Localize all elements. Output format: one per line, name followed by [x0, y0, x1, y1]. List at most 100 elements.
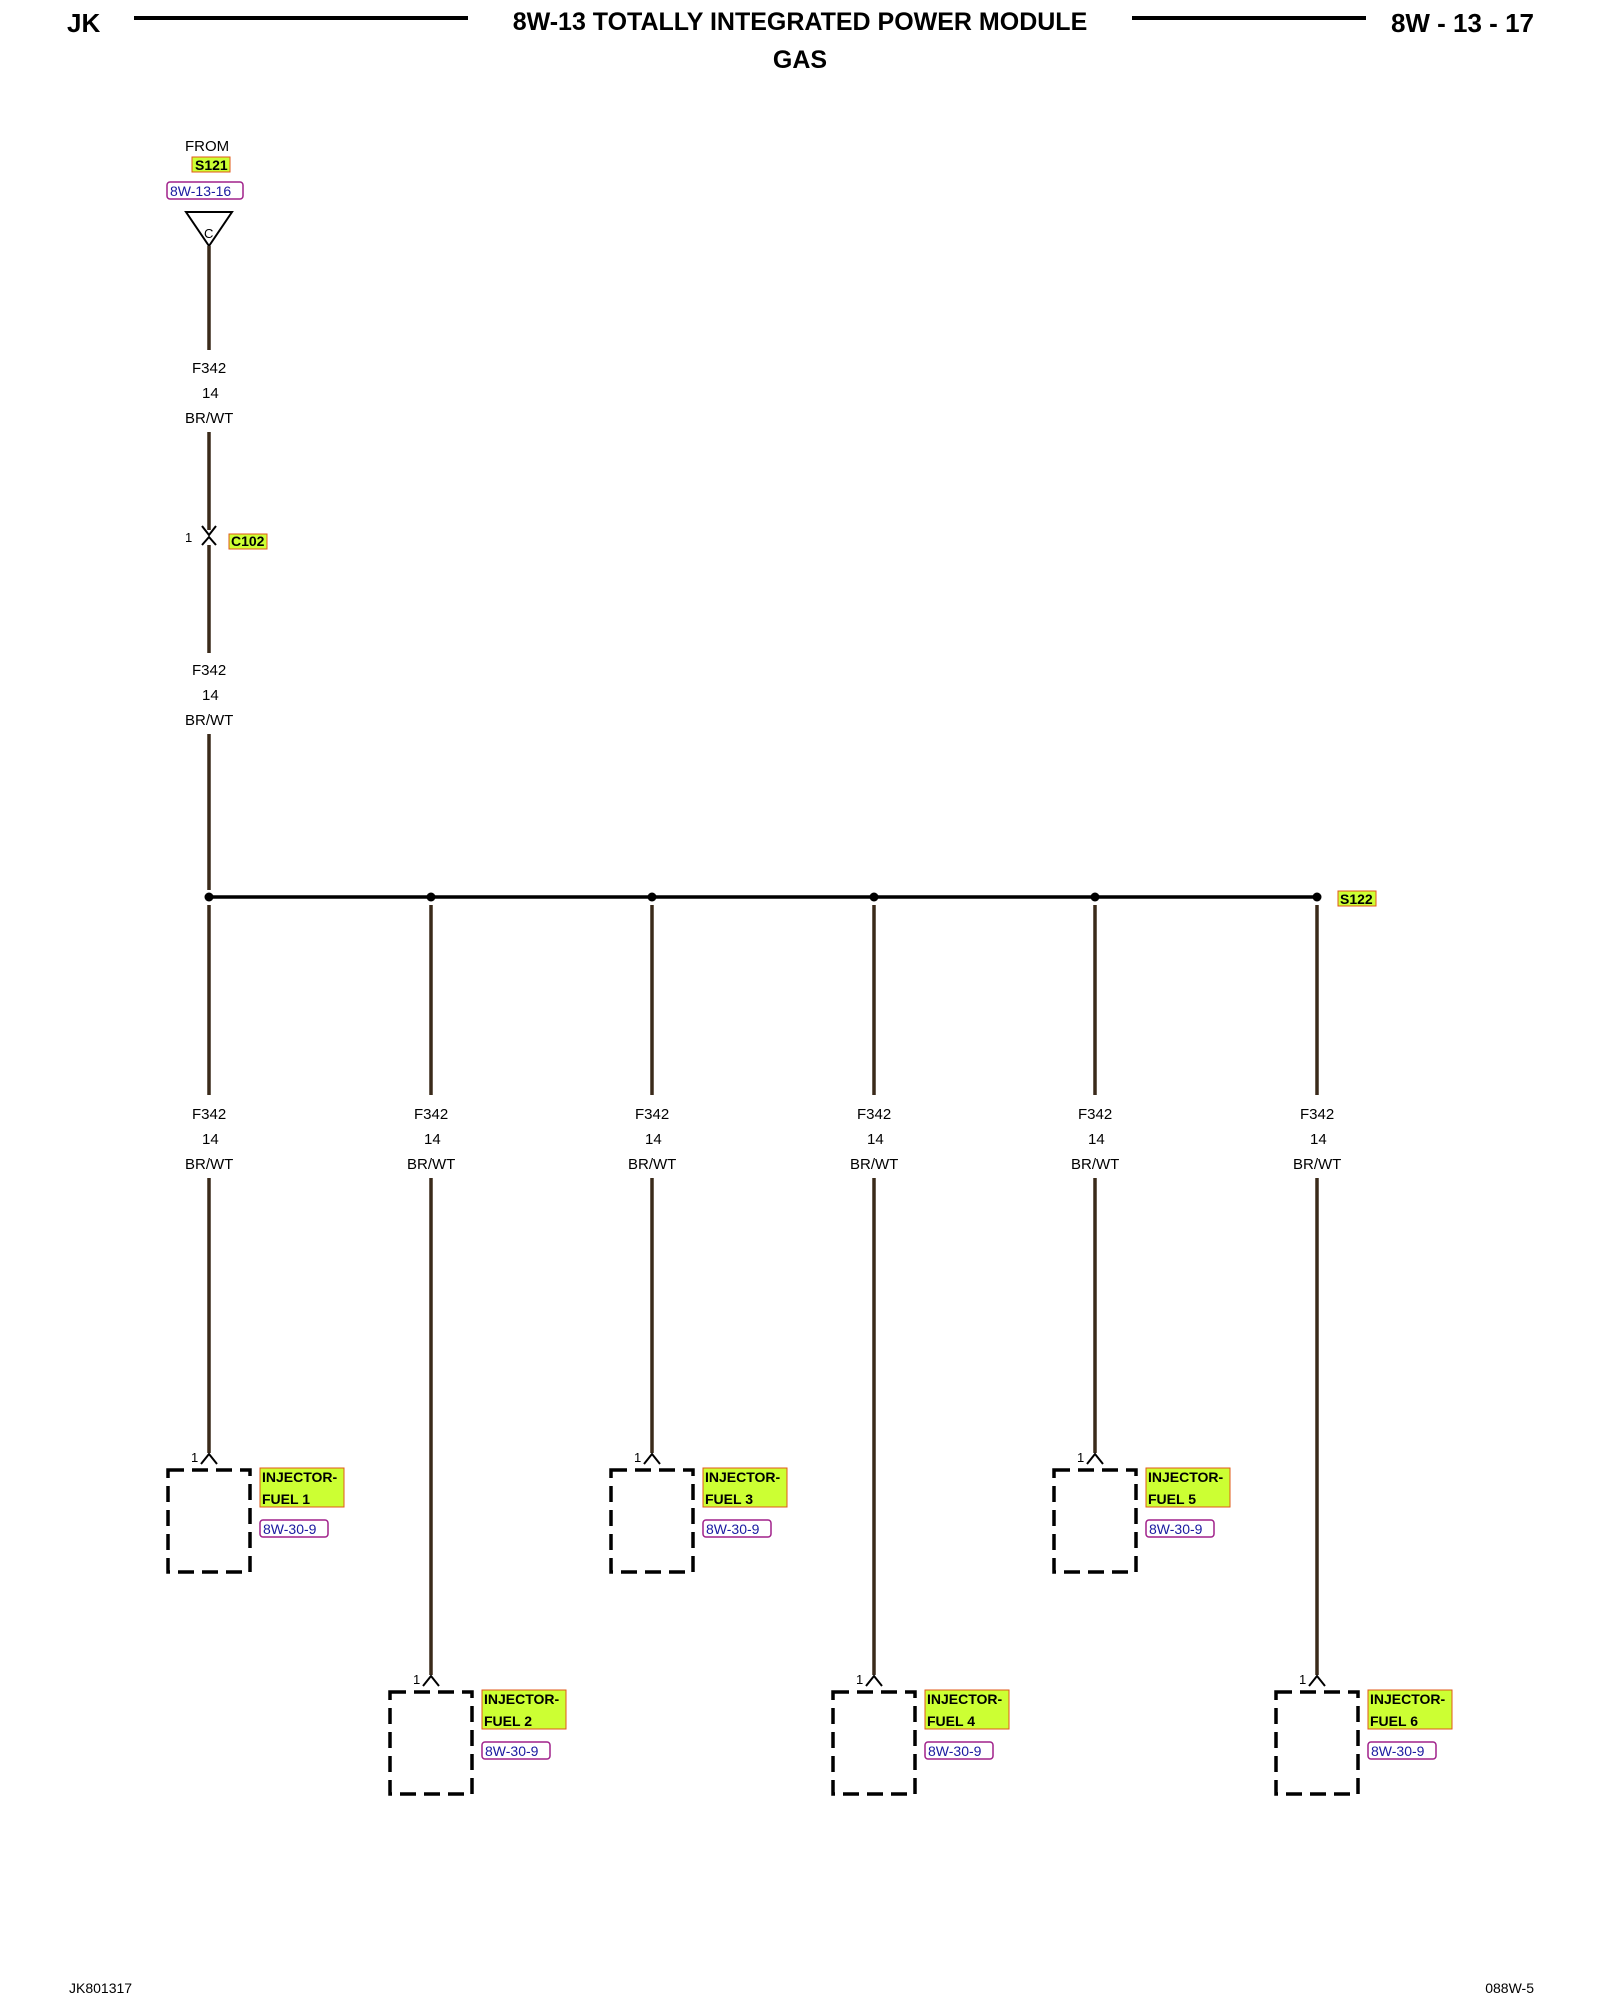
- splice-s121-highlight: [191, 156, 231, 173]
- branch-circuit-label-4: F342: [857, 1106, 891, 1123]
- injector-name-highlight-1: [259, 1467, 345, 1508]
- connector-c102-pin: 1: [185, 530, 192, 545]
- injector-ref-link-1[interactable]: 8W-30-9: [263, 1521, 317, 1537]
- terminal-caret-4: [865, 1674, 883, 1687]
- splice-dot-2: [426, 892, 436, 902]
- footer-right-code: 088W-5: [1485, 1980, 1534, 1996]
- injector-ref-link-2[interactable]: 8W-30-9: [485, 1743, 539, 1759]
- branch-color-label-1: BR/WT: [185, 1156, 233, 1173]
- connector-c102-highlight: [228, 533, 268, 550]
- injector-name-highlight-2: [481, 1689, 567, 1730]
- branch-color-label-2: BR/WT: [407, 1156, 455, 1173]
- header-rule-right: [1132, 16, 1366, 20]
- vehicle-code: JK: [67, 8, 101, 38]
- terminal-pin-label-3: 1: [634, 1450, 641, 1465]
- branch-circuit-label-2: F342: [414, 1106, 448, 1123]
- terminal-pin-label-4: 1: [856, 1672, 863, 1687]
- injector-ref-link-4[interactable]: 8W-30-9: [928, 1743, 982, 1759]
- branch-color-label-3: BR/WT: [628, 1156, 676, 1173]
- injector-name-line2-6: FUEL 6: [1370, 1713, 1418, 1729]
- terminal-pin-label-5: 1: [1077, 1450, 1084, 1465]
- branch-gauge-label-2: 14: [424, 1131, 441, 1148]
- from-label: FROM: [185, 138, 229, 155]
- injector-name-line1-5: INJECTOR-: [1148, 1469, 1224, 1485]
- injector-box-4[interactable]: [831, 1690, 917, 1796]
- injector-ref-box-2[interactable]: [481, 1741, 551, 1760]
- source-ref-box[interactable]: [166, 181, 244, 200]
- branch-gauge-label-1: 14: [202, 1131, 219, 1148]
- injector-ref-box-5[interactable]: [1145, 1519, 1215, 1538]
- injector-ref-link-3[interactable]: 8W-30-9: [706, 1521, 760, 1537]
- terminal-pin-label-2: 1: [413, 1672, 420, 1687]
- branch-color-label-5: BR/WT: [1071, 1156, 1119, 1173]
- terminal-caret-5: [1086, 1452, 1104, 1465]
- injector-box-1[interactable]: [166, 1468, 252, 1574]
- injector-box-5[interactable]: [1052, 1468, 1138, 1574]
- wire-label-circuit-a: F342: [192, 360, 226, 377]
- page-number: 8W - 13 - 17: [1390, 8, 1534, 38]
- terminal-caret-6: [1308, 1674, 1326, 1687]
- branch-gauge-label-5: 14: [1088, 1131, 1105, 1148]
- injector-box-3[interactable]: [609, 1468, 695, 1574]
- connector-c102-female: [201, 535, 217, 546]
- source-pin-label: C: [204, 226, 213, 241]
- terminal-caret-3: [643, 1452, 661, 1465]
- wire-label-gauge-a: 14: [202, 385, 219, 402]
- injector-name-line2-5: FUEL 5: [1148, 1491, 1196, 1507]
- injector-ref-box-3[interactable]: [702, 1519, 772, 1538]
- injector-name-line1-3: INJECTOR-: [705, 1469, 781, 1485]
- injector-name-highlight-3: [702, 1467, 788, 1508]
- connector-c102-label: C102: [231, 533, 265, 549]
- branch-color-label-6: BR/WT: [1293, 1156, 1341, 1173]
- injector-name-line2-3: FUEL 3: [705, 1491, 753, 1507]
- injector-box-6[interactable]: [1274, 1690, 1360, 1796]
- injector-name-line2-2: FUEL 2: [484, 1713, 532, 1729]
- injector-box-2[interactable]: [388, 1690, 474, 1796]
- terminal-caret-1: [200, 1452, 218, 1465]
- terminal-pin-label-1: 1: [191, 1450, 198, 1465]
- splice-s122-highlight: [1337, 890, 1377, 907]
- splice-dot-1: [204, 892, 214, 902]
- branch-circuit-label-1: F342: [192, 1106, 226, 1123]
- page-subtitle: GAS: [772, 46, 828, 74]
- injector-name-highlight-4: [924, 1689, 1010, 1730]
- terminal-pin-label-6: 1: [1299, 1672, 1306, 1687]
- splice-dot-3: [647, 892, 657, 902]
- branch-gauge-label-4: 14: [867, 1131, 884, 1148]
- splice-s121-label: S121: [195, 157, 228, 173]
- injector-ref-box-4[interactable]: [924, 1741, 994, 1760]
- connector-c102-male: [201, 525, 217, 537]
- injector-ref-link-5[interactable]: 8W-30-9: [1149, 1521, 1203, 1537]
- header-rule-left: [134, 16, 468, 20]
- splice-dot-6: [1312, 892, 1322, 902]
- injector-name-line1-4: INJECTOR-: [927, 1691, 1003, 1707]
- branch-gauge-label-3: 14: [645, 1131, 662, 1148]
- terminal-caret-2: [422, 1674, 440, 1687]
- source-connector-triangle: [184, 211, 234, 248]
- branch-circuit-label-5: F342: [1078, 1106, 1112, 1123]
- page-title: 8W-13 TOTALLY INTEGRATED POWER MODULE: [512, 8, 1088, 36]
- injector-ref-box-1[interactable]: [259, 1519, 329, 1538]
- injector-ref-box-6[interactable]: [1367, 1741, 1437, 1760]
- injector-name-line2-4: FUEL 4: [927, 1713, 975, 1729]
- injector-name-highlight-5: [1145, 1467, 1231, 1508]
- branch-color-label-4: BR/WT: [850, 1156, 898, 1173]
- injector-ref-link-6[interactable]: 8W-30-9: [1371, 1743, 1425, 1759]
- wire-label-gauge-b: 14: [202, 687, 219, 704]
- wire-label-color-b: BR/WT: [185, 712, 233, 729]
- splice-s122-label: S122: [1340, 891, 1373, 907]
- footer-left-code: JK801317: [69, 1980, 133, 1996]
- injector-name-line1-1: INJECTOR-: [262, 1469, 338, 1485]
- branch-circuit-label-3: F342: [635, 1106, 669, 1123]
- source-ref-link[interactable]: 8W-13-16: [170, 183, 231, 199]
- injector-name-line1-2: INJECTOR-: [484, 1691, 560, 1707]
- splice-dot-4: [869, 892, 879, 902]
- splice-dot-5: [1090, 892, 1100, 902]
- injector-name-line1-6: INJECTOR-: [1370, 1691, 1446, 1707]
- branch-circuit-label-6: F342: [1300, 1106, 1334, 1123]
- branch-gauge-label-6: 14: [1310, 1131, 1327, 1148]
- injector-name-highlight-6: [1367, 1689, 1453, 1730]
